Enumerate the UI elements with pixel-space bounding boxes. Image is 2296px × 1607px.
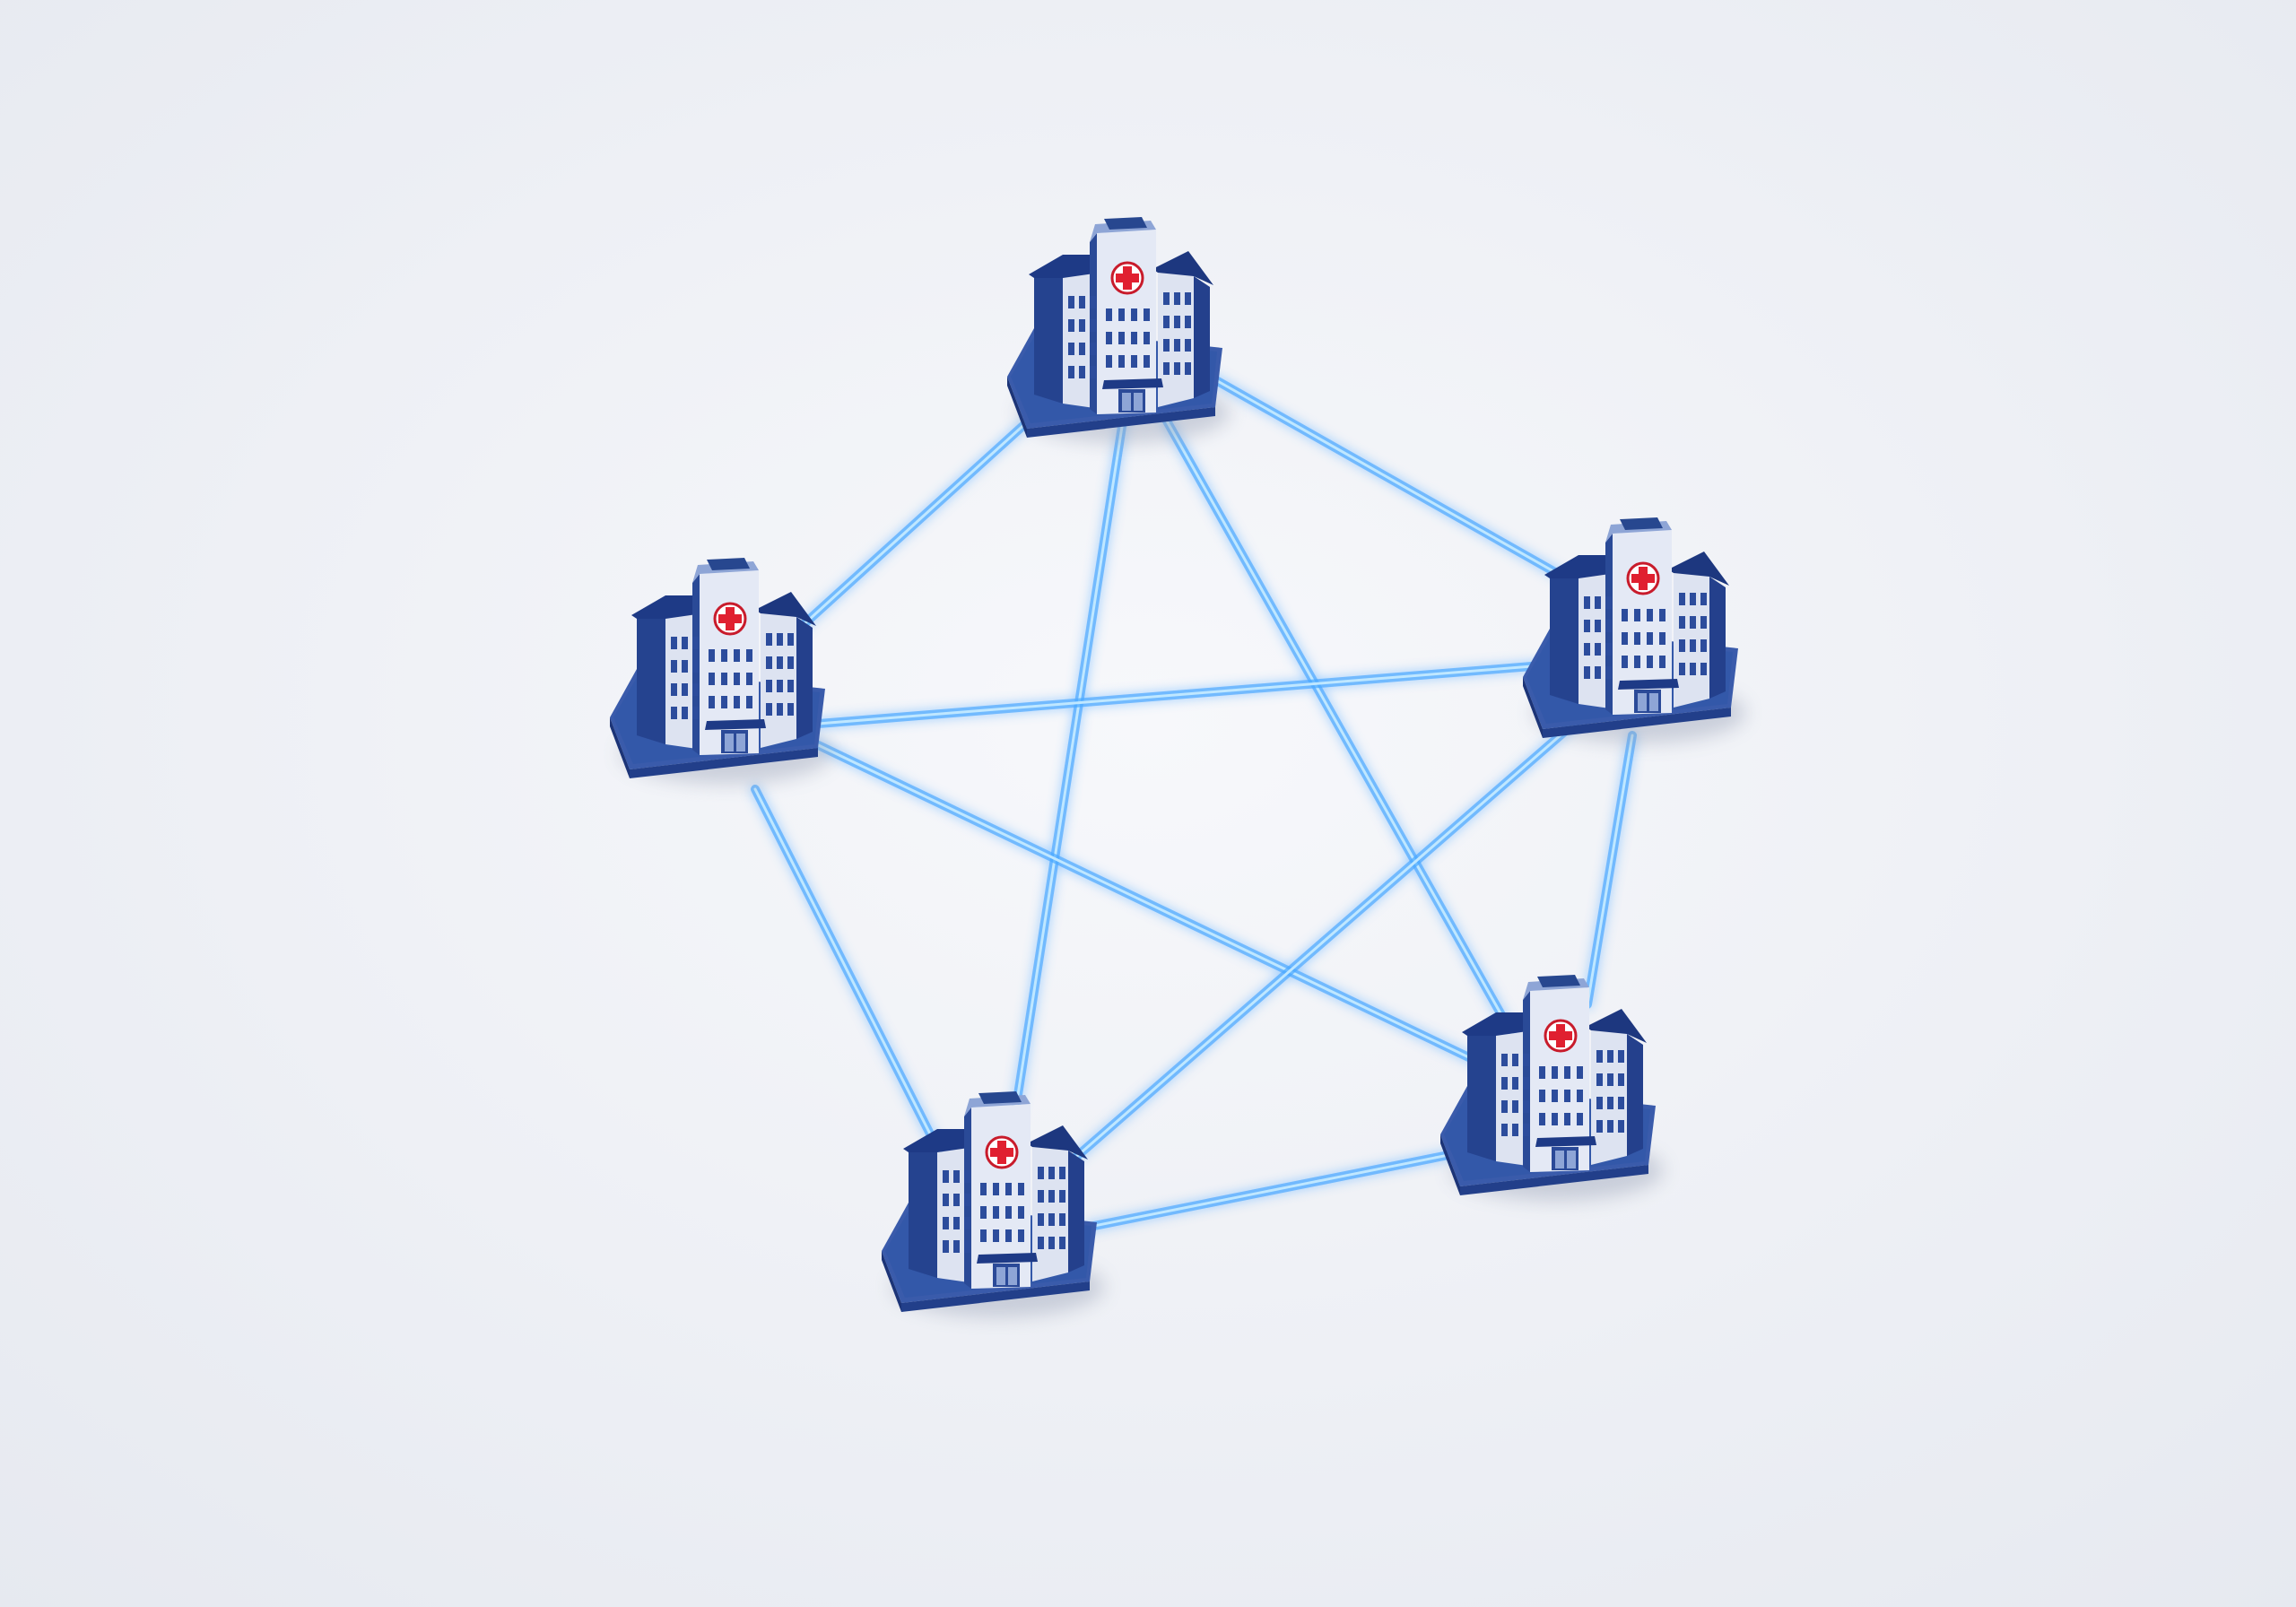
link-east-south-west	[1072, 699, 1601, 1161]
link-east-south-east	[1583, 731, 1637, 1009]
network-links	[751, 368, 1637, 1231]
link-west-east	[803, 661, 1547, 729]
link-north-east	[1197, 368, 1578, 587]
link-west-south-west	[751, 785, 946, 1161]
link-west-south-east	[803, 735, 1484, 1067]
link-north-south-east	[1152, 399, 1520, 1045]
link-north-west	[776, 381, 1072, 650]
link-north-south-west	[1004, 399, 1130, 1157]
link-south-west-south-east	[1085, 1145, 1480, 1231]
